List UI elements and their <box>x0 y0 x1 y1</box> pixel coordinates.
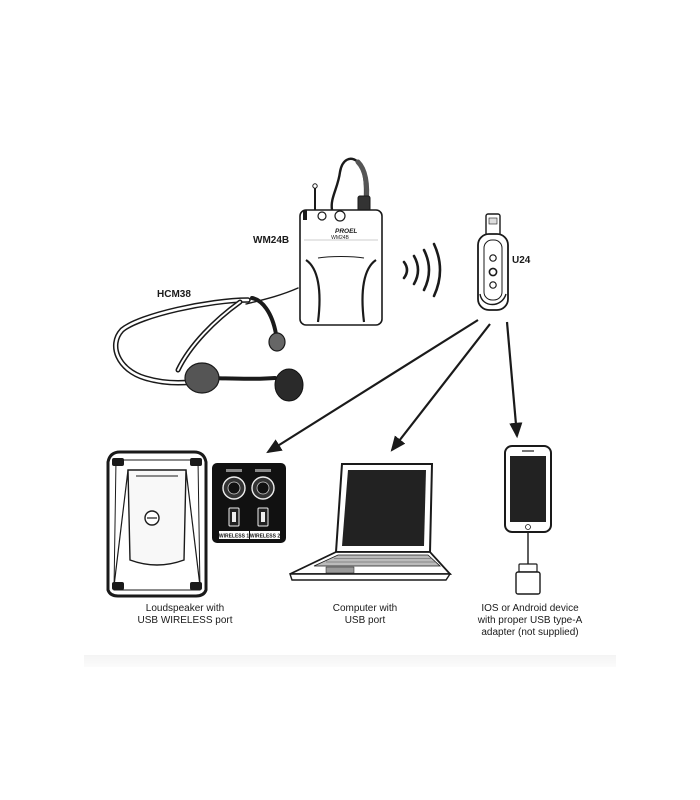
mobile-caption-line2: with proper USB type-A <box>477 615 583 626</box>
bodypack-transmitter-icon <box>299 157 383 326</box>
headset-ear-pads <box>184 332 304 402</box>
loudspeaker-caption-line2: USB WIRELESS port <box>137 615 233 626</box>
computer-caption: Computer with USB port <box>300 603 430 627</box>
loudspeaker-caption: Loudspeaker with USB WIRELESS port <box>110 603 260 627</box>
mobile-caption: IOS or Android device with proper USB ty… <box>455 603 605 639</box>
transmitter-brand: PROEL <box>335 228 357 235</box>
smartphone-icon <box>504 445 552 595</box>
mobile-caption-line3: adapter (not supplied) <box>481 627 579 638</box>
receiver-label: U24 <box>512 255 531 266</box>
wireless-panel-icon <box>212 463 286 543</box>
headset-microphone-icon <box>112 287 299 386</box>
headset-label: HCM38 <box>157 289 191 300</box>
computer-caption-line2: USB port <box>344 615 386 626</box>
loudspeaker-caption-line1: Loudspeaker with <box>145 603 225 614</box>
wireless-signal-icon <box>402 242 442 298</box>
arrow-to-computer <box>390 323 491 452</box>
panel-label-wireless-1: WIRELESS 1 <box>219 534 250 540</box>
mobile-caption-line1: IOS or Android device <box>481 603 579 614</box>
footer-band <box>84 655 616 667</box>
laptop-icon <box>289 463 453 581</box>
loudspeaker-icon <box>106 450 208 598</box>
usb-receiver-icon <box>477 213 509 311</box>
computer-caption-line1: Computer with <box>332 603 398 614</box>
connection-arrows <box>266 319 523 454</box>
transmitter-label: WM24B <box>253 235 290 246</box>
arrow-to-mobile <box>505 321 523 439</box>
arrow-to-loudspeaker <box>266 319 479 454</box>
transmitter-model-text: WM24B <box>331 235 349 241</box>
panel-label-wireless-2: WIRELESS 2 <box>250 534 281 540</box>
